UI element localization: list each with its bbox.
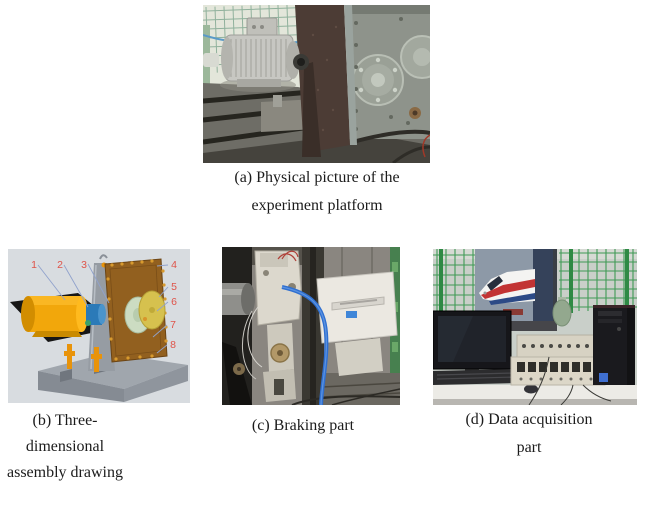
- motor-3d: [21, 296, 88, 337]
- photo-experiment-platform: [203, 5, 430, 163]
- anchor-bolts: [64, 344, 102, 372]
- part-labels: 1 2 3 4 5 6 7 8: [31, 259, 177, 351]
- gearbox: [349, 5, 430, 139]
- tower-blue-sticker: [599, 373, 608, 382]
- caption-line: experiment platform: [251, 197, 383, 214]
- panel-a-photo: [203, 5, 430, 163]
- caption-line: (d) Data acquisition: [465, 411, 593, 428]
- panel-d-caption: (d) Data acquisition part: [427, 406, 631, 462]
- part-label-2: 2: [57, 259, 63, 271]
- panel-a-caption: (a) Physical picture of the experiment p…: [200, 164, 434, 220]
- brake-discs: [124, 290, 166, 334]
- monitor: [433, 310, 512, 374]
- bench-floor: [291, 373, 400, 405]
- part-label-5: 5: [171, 281, 177, 293]
- pipe-elbow: [203, 53, 219, 67]
- train-poster: [475, 249, 557, 331]
- shaft: [222, 247, 255, 405]
- caption-line: part: [516, 439, 542, 456]
- part-label-4: 4: [171, 259, 177, 271]
- panel-c-photo: [222, 247, 400, 405]
- caption-line: assembly drawing: [7, 464, 123, 481]
- control-box: [316, 271, 398, 376]
- blue-cable: [281, 285, 329, 405]
- panel-d-photo: [433, 249, 637, 405]
- caption-line: (a) Physical picture of the: [234, 169, 400, 186]
- brake-plate: [295, 5, 357, 157]
- part-label-3: 3: [81, 259, 87, 271]
- box-blue-label: [346, 311, 357, 318]
- pc-tower: [593, 305, 635, 385]
- part-label-7: 7: [170, 319, 176, 331]
- glass-jar: [552, 297, 572, 327]
- panel-c-caption: (c) Braking part: [214, 412, 392, 440]
- part-label-6: 6: [171, 296, 177, 308]
- signal-cables: [528, 356, 612, 405]
- panel-b-drawing: 1 2 3 4 5 6 7 8: [8, 249, 190, 403]
- mouse: [524, 384, 538, 394]
- leader-lines: [37, 263, 169, 354]
- daq-top-unit: [516, 334, 596, 358]
- train-windshield: [487, 276, 503, 291]
- cad-assembly-drawing: 1 2 3 4 5 6 7 8: [8, 249, 190, 403]
- brake-caliper: [241, 250, 302, 402]
- part-label-1: 1: [31, 259, 37, 271]
- keyboard: [433, 369, 521, 385]
- caption-line: (c) Braking part: [251, 417, 355, 434]
- daq-bottom-unit: [510, 356, 606, 386]
- train-red-stripe: [481, 279, 535, 299]
- right-fence: [559, 249, 637, 313]
- coupling-3d: [85, 304, 106, 326]
- caption-line: dimensional: [25, 438, 105, 455]
- train-blue-stripe: [489, 293, 535, 305]
- floor-cables: [348, 129, 430, 163]
- caption-line: (b) Three-: [32, 412, 98, 429]
- panel-b-caption: (b) Three- dimensional assembly drawing: [0, 408, 130, 486]
- drive-motor: [220, 17, 309, 92]
- part-label-8: 8: [170, 339, 176, 351]
- photo-data-acquisition: [433, 249, 637, 405]
- photo-braking-part: [222, 247, 400, 405]
